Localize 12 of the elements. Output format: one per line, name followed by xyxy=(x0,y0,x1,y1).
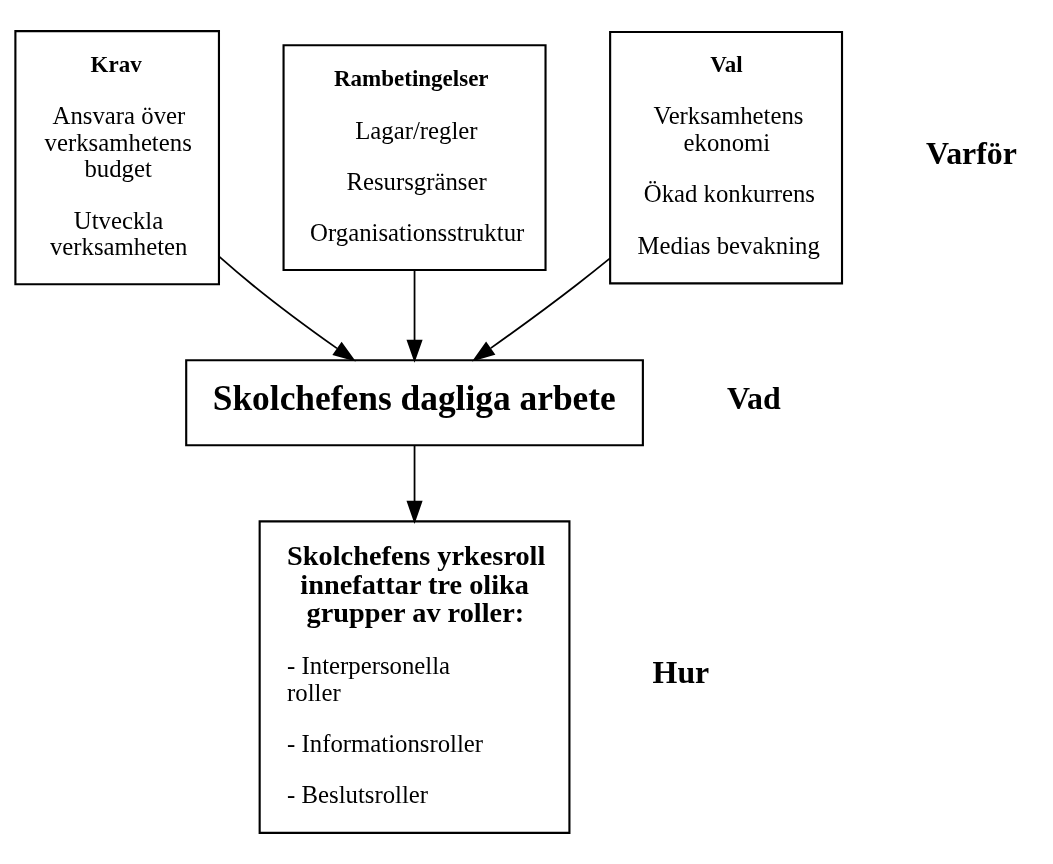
node-box: Val Verksamhetens ekonomi Ökad konkurrens Medias bevakning xyxy=(609,30,844,285)
node-box: Krav Ansvara över verksamhetens budget Utveckla verksamheten xyxy=(14,30,220,286)
node-box: Rambetingelser Lagar/regler Resursgränser Organisationsstruktur xyxy=(282,44,547,272)
label: Hur xyxy=(652,655,710,691)
arrow xyxy=(218,255,356,362)
node-box: Skolchefens dagliga arbete xyxy=(185,359,644,447)
arrow xyxy=(406,269,423,363)
arrow xyxy=(406,444,423,524)
node-box: Skolchefens yrkesroll innefattar tre olika grupper av roller: - Interpersonella roller - Informationsroller - Beslutsroller xyxy=(258,520,571,834)
label: Vad xyxy=(726,380,781,416)
arrow xyxy=(471,257,611,362)
label: Varför xyxy=(926,135,1017,171)
